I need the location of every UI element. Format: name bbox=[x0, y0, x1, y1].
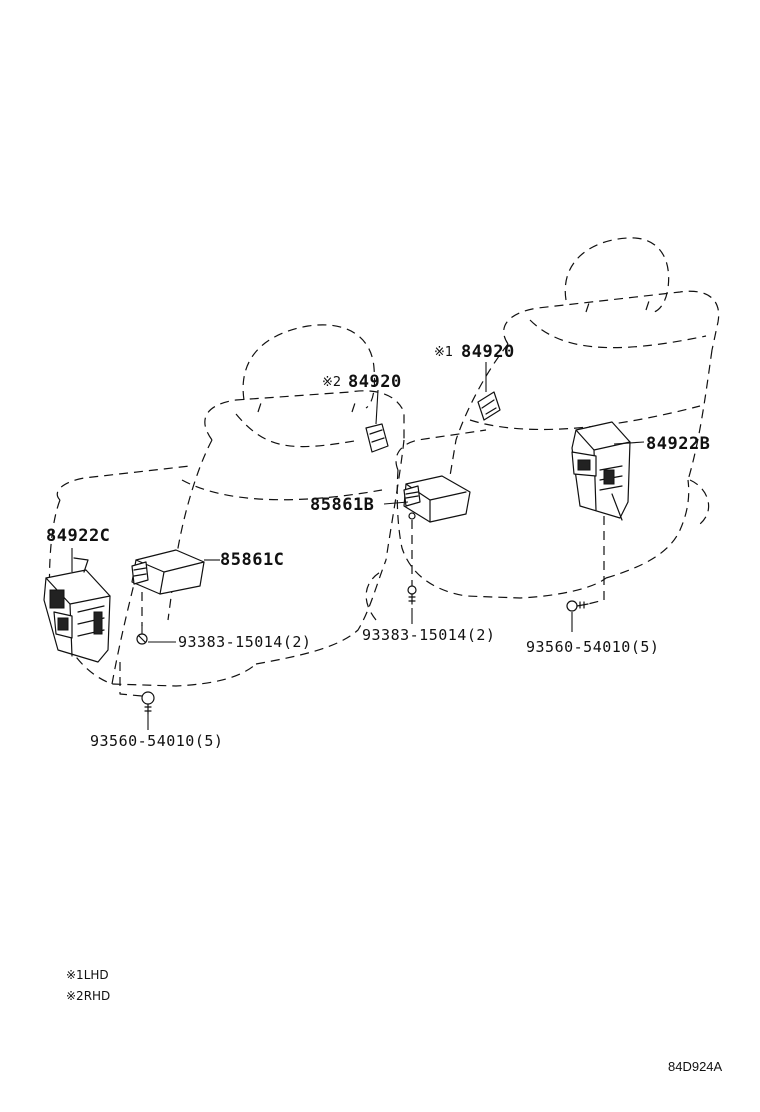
switch-84922C bbox=[43, 557, 111, 663]
label-84922C: 84922C bbox=[46, 526, 110, 546]
label-93560-left: 93560-54010(5) bbox=[90, 732, 223, 750]
note-lhd: ※1LHD bbox=[66, 968, 109, 982]
label-93560-right: 93560-54010(5) bbox=[526, 638, 659, 656]
label-84922B: 84922B bbox=[646, 434, 710, 454]
diagram-code: 84D924A bbox=[668, 1059, 723, 1074]
rhd-mark: ※2 bbox=[322, 375, 341, 390]
assembly-lines bbox=[119, 516, 605, 697]
label-93383-left: 93383-15014(2) bbox=[178, 633, 311, 651]
leader-lines bbox=[71, 362, 645, 730]
label-85861C: 85861C bbox=[220, 550, 284, 570]
label-93383-center: 93383-15014(2) bbox=[362, 626, 495, 644]
right-seat-outline bbox=[365, 237, 720, 621]
note-rhd: ※2RHD bbox=[66, 989, 110, 1003]
switch-84922B bbox=[571, 421, 631, 521]
screw-93560-left bbox=[141, 691, 155, 715]
module-85861B bbox=[403, 475, 471, 523]
screw-93383-center bbox=[407, 512, 417, 605]
module-85861C bbox=[131, 549, 205, 595]
label-84920-lhd: 84920 bbox=[461, 342, 515, 362]
label-85861B: 85861B bbox=[310, 495, 374, 515]
lhd-mark: ※1 bbox=[434, 345, 453, 360]
label-84920-rhd: 84920 bbox=[348, 372, 402, 392]
screw-93560-right bbox=[566, 600, 589, 612]
switch-84920-rhd bbox=[365, 423, 389, 453]
screw-93383-left bbox=[136, 625, 148, 645]
switch-84920-lhd bbox=[477, 391, 501, 421]
